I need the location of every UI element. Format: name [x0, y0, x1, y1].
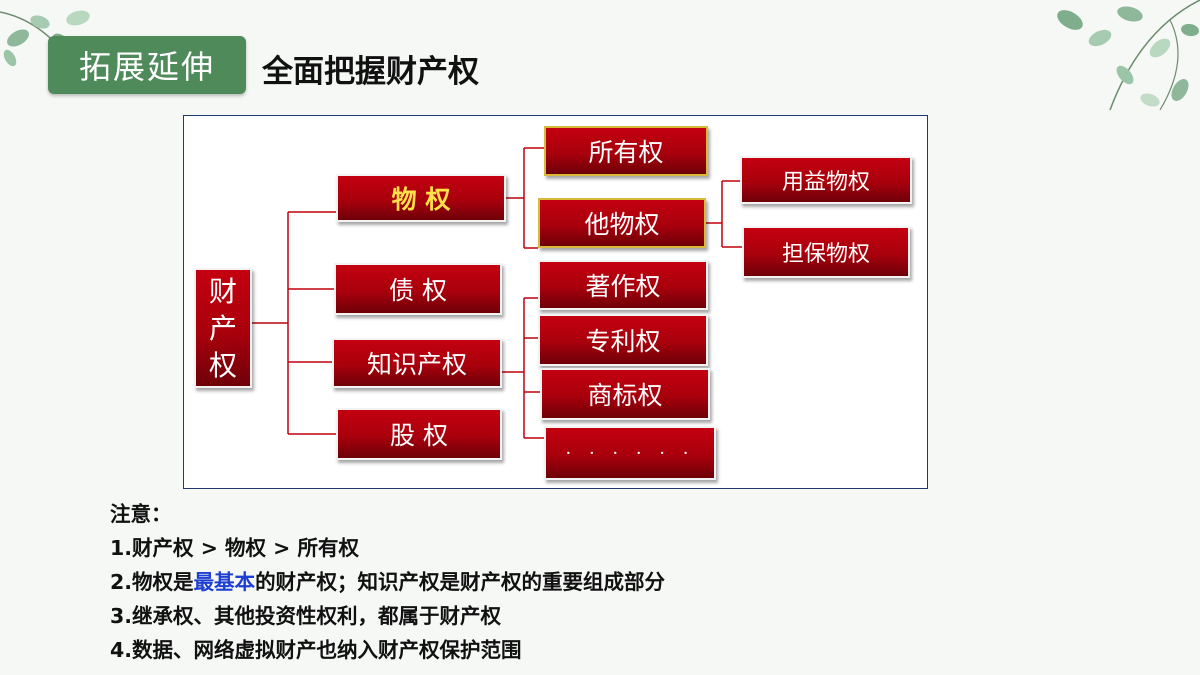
node-security-interest: 担保物权	[742, 226, 910, 278]
root-char: 权	[208, 348, 237, 382]
leaves-decoration-right-icon	[1057, 0, 1200, 111]
root-char: 产	[208, 311, 237, 345]
node-creditor-right: 债 权	[334, 263, 502, 315]
node-equity: 股 权	[336, 408, 502, 460]
note-line-2: 2.物权是最基本的财产权；知识产权是财产权的重要组成部分	[110, 565, 665, 599]
page-title: 全面把握财产权	[262, 54, 479, 90]
note-line-3: 3.继承权、其他投资性权利，都属于财产权	[110, 604, 502, 628]
node-copyright: 著作权	[538, 260, 708, 310]
note-line-2-post: 的财产权；知识产权是财产权的重要组成部分	[255, 570, 666, 594]
section-badge: 拓展延伸	[48, 36, 246, 94]
note-line-2-highlight: 最基本	[193, 570, 256, 594]
note-line-1: 1.财产权 > 物权 > 所有权	[110, 536, 359, 560]
root-char: 财	[208, 274, 237, 308]
notes-section: 注意： 1.财产权 > 物权 > 所有权 2.物权是最基本的财产权；知识产权是财…	[110, 497, 665, 667]
note-line-2-pre: 2.物权是	[110, 570, 194, 594]
node-ownership: 所有权	[544, 126, 708, 176]
notes-heading: 注意：	[110, 502, 172, 526]
note-line-4: 4.数据、网络虚拟财产也纳入财产权保护范围	[110, 638, 522, 662]
connector-lines	[252, 147, 742, 439]
node-trademark: 商标权	[540, 368, 710, 420]
node-usufruct: 用益物权	[740, 156, 912, 204]
node-more: · · · · · ·	[544, 426, 716, 480]
node-real-right: 物 权	[336, 174, 506, 222]
root-node-property-right: 财 产 权	[194, 268, 252, 388]
property-rights-diagram: 财 产 权 物 权 债 权 知识产权 股 权 所有权 他物权 用益物权 担保物权…	[183, 115, 928, 489]
node-patent: 专利权	[538, 314, 708, 366]
node-intellectual-property: 知识产权	[332, 338, 502, 388]
node-other-real-right: 他物权	[538, 198, 706, 248]
